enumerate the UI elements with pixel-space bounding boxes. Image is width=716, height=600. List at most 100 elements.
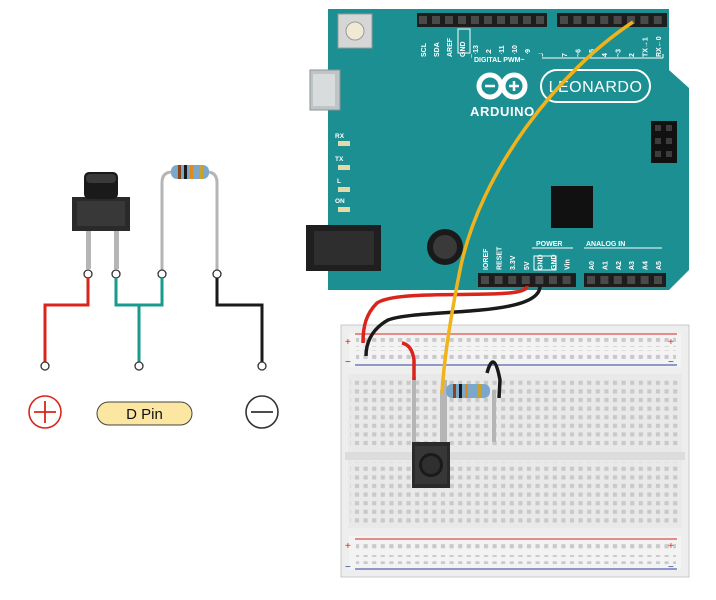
header-socket <box>419 16 427 24</box>
rail-minus-bottom-right: − <box>668 562 674 573</box>
digital-pin-label: RX←0 <box>656 36 663 57</box>
header-socket <box>549 276 557 284</box>
negative-symbol <box>245 395 279 429</box>
power-header <box>478 273 576 287</box>
header-socket <box>586 16 595 24</box>
digital-header-right <box>557 13 667 27</box>
model-name: LEONARDO <box>549 79 643 96</box>
led-tx-label: TX <box>335 156 344 163</box>
header-socket <box>560 16 568 24</box>
header-socket <box>654 276 662 284</box>
header-socket <box>613 276 622 284</box>
digital-header-left <box>417 13 547 27</box>
header-socket <box>458 16 466 24</box>
positive-symbol <box>28 395 62 429</box>
digital-pin-label: 7 <box>562 53 569 57</box>
rail-minus-right: − <box>668 357 674 368</box>
header-socket <box>562 276 571 284</box>
header-socket <box>481 276 489 284</box>
arduino-board: RX TX L ON SCLSDAAREFGND~1312~11~10~987~… <box>306 9 689 290</box>
power-pin-label: 3.3V <box>510 255 517 270</box>
schematic: D Pin <box>28 165 279 429</box>
arduino-logo-icon <box>476 72 528 100</box>
header-socket <box>640 276 649 284</box>
power-pin-label: 5V <box>524 261 531 270</box>
black-gnd-wire <box>364 285 542 357</box>
header-socket <box>640 16 649 24</box>
resistor-symbol <box>160 165 219 270</box>
power-label: POWER <box>536 241 562 248</box>
model-badge <box>540 69 651 103</box>
digital-pin-label: ~3 <box>616 49 623 57</box>
digital-pin-label: 12 <box>486 49 493 57</box>
rail-plus-right: + <box>668 337 674 348</box>
led-l-label: L <box>337 178 341 185</box>
arduino-brand-text: ARDUINO <box>470 104 535 119</box>
header-socket <box>627 276 636 284</box>
analog-label: ANALOG IN <box>586 241 625 248</box>
header-socket <box>508 276 517 284</box>
status-leds: RX TX L ON <box>335 133 350 212</box>
led-rx-label: RX <box>335 133 345 140</box>
digital-pin-label: TX→1 <box>642 37 649 57</box>
header-socket <box>600 16 609 24</box>
microcontroller-chip <box>551 186 593 228</box>
digital-pin-label: 2 <box>629 53 636 57</box>
yellow-signal-wire <box>440 20 634 394</box>
power-pin-label: GND <box>551 254 558 270</box>
header-socket <box>587 276 595 284</box>
header-socket <box>600 276 609 284</box>
analog-pin-label: A4 <box>643 261 650 270</box>
header-socket <box>613 16 622 24</box>
d-pin-label: D Pin <box>96 401 193 426</box>
header-socket <box>653 16 662 24</box>
breadboard-resistor <box>440 384 496 442</box>
digital-pin-label: SCL <box>421 42 428 57</box>
power-pin-label: RESET <box>497 246 504 270</box>
led-on-label: ON <box>335 198 345 205</box>
analog-header <box>584 273 666 287</box>
rail-plus-bottom-left: + <box>345 541 351 552</box>
digital-pin-label: 4 <box>602 53 609 57</box>
red-5v-wire <box>361 285 529 344</box>
breadboard-button <box>412 377 450 488</box>
icsp-header <box>651 121 677 163</box>
digital-pin-label: ~10 <box>512 45 519 57</box>
header-socket <box>573 16 582 24</box>
black-resistor-wire <box>485 360 502 399</box>
digital-pin-label: SDA <box>434 42 441 57</box>
header-socket <box>627 16 635 24</box>
header-socket <box>521 276 530 284</box>
header-socket <box>494 276 503 284</box>
digital-pin-label: AREF <box>447 37 454 57</box>
d-pin-text: D Pin <box>126 406 163 423</box>
header-socket <box>445 16 453 24</box>
header-socket <box>536 16 544 24</box>
digital-pin-label: ~11 <box>499 45 506 57</box>
rail-plus-bottom-right: + <box>668 541 674 552</box>
power-pin-label: Vin <box>565 259 572 270</box>
digital-pwm-label: DIGITAL PWM~ <box>474 57 525 64</box>
header-socket <box>497 16 505 24</box>
digital-pin-label: ~6 <box>575 49 582 57</box>
power-pin-label: IOREF <box>483 248 490 270</box>
header-socket <box>471 16 479 24</box>
red-button-wire <box>401 341 416 380</box>
analog-pin-label: A5 <box>656 261 663 270</box>
analog-pin-label: A3 <box>629 261 636 270</box>
analog-pin-label: A0 <box>589 261 596 270</box>
digital-pin-label: ~13 <box>473 45 480 57</box>
header-socket <box>535 276 544 284</box>
analog-pin-label: A2 <box>616 261 623 270</box>
power-pin-label: GND <box>537 254 544 270</box>
header-socket <box>510 16 518 24</box>
rail-plus-left: + <box>345 337 351 348</box>
digital-pin-label: GND <box>460 41 467 57</box>
header-socket <box>523 16 531 24</box>
digital-pin-label: ~9 <box>525 49 532 57</box>
pushbutton-symbol <box>72 172 130 269</box>
breadboard: + + − − + + − − <box>340 324 690 578</box>
rail-minus-left: − <box>345 357 351 368</box>
header-socket <box>484 16 492 24</box>
